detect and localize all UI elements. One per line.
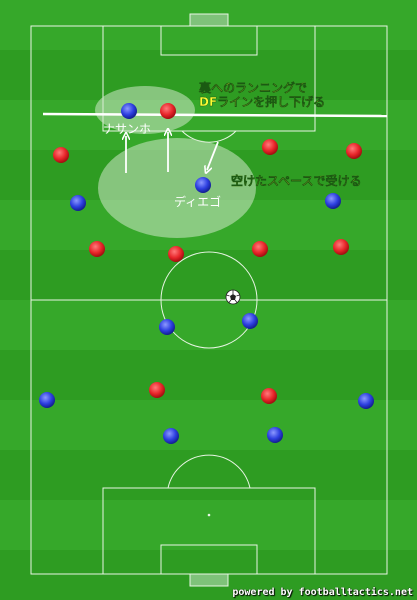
movement-arrows: [126, 132, 219, 173]
pitch-stripe: [0, 250, 417, 300]
bottom-goal: [189, 573, 229, 587]
soccer-ball-icon[interactable]: [225, 289, 241, 305]
defensive-line: [42, 112, 388, 118]
red-team: [53, 103, 362, 404]
blue-player[interactable]: [242, 313, 258, 329]
bottom-penalty-arc: [167, 454, 251, 489]
red-player[interactable]: [346, 143, 362, 159]
blue-player[interactable]: [70, 195, 86, 211]
red-player[interactable]: [168, 246, 184, 262]
run-zone-highlight: [95, 86, 195, 134]
red-player[interactable]: [262, 139, 278, 155]
center-circle: [160, 251, 258, 349]
top-goal-area: [160, 25, 258, 56]
blue-player-diego[interactable]: [195, 177, 211, 193]
pitch-stripe: [0, 450, 417, 500]
blue-player[interactable]: [358, 393, 374, 409]
player-label-nasanho: ナサンホ: [103, 122, 151, 136]
space-zone-highlight: [98, 138, 256, 238]
red-player[interactable]: [333, 239, 349, 255]
run-annotation-line1: 裏へのランニングで: [198, 80, 307, 95]
pitch-stripe: [0, 500, 417, 550]
receive-space-annotation: 空けたスペースで受ける: [231, 173, 362, 188]
pitch-stripe: [0, 300, 417, 350]
blue-player[interactable]: [163, 428, 179, 444]
top-penalty-arc: [181, 130, 237, 143]
credit-text[interactable]: powered by footballtactics.net: [232, 587, 413, 598]
pitch-stripe: [0, 350, 417, 400]
red-player[interactable]: [53, 147, 69, 163]
pitch-stripe: [0, 50, 417, 100]
blue-player[interactable]: [39, 392, 55, 408]
arrow-down-left-icon: [207, 141, 219, 170]
run-annotation-line2: DFラインを押し下げる: [199, 94, 325, 109]
player-label-diego: ディエゴ: [174, 194, 221, 209]
red-player[interactable]: [149, 382, 165, 398]
red-player[interactable]: [261, 388, 277, 404]
blue-player[interactable]: [267, 427, 283, 443]
red-player[interactable]: [89, 241, 105, 257]
pitch-markings: [30, 13, 388, 587]
blue-player[interactable]: [159, 319, 175, 335]
bottom-penalty-spot: [207, 513, 211, 517]
pitch-stripe: [0, 400, 417, 450]
blue-player[interactable]: [121, 103, 137, 119]
red-player[interactable]: [252, 241, 268, 257]
red-player[interactable]: [160, 103, 176, 119]
blue-player[interactable]: [325, 193, 341, 209]
top-goal: [189, 13, 229, 27]
blue-team: [39, 103, 374, 444]
pitch-stripe: [0, 100, 417, 150]
